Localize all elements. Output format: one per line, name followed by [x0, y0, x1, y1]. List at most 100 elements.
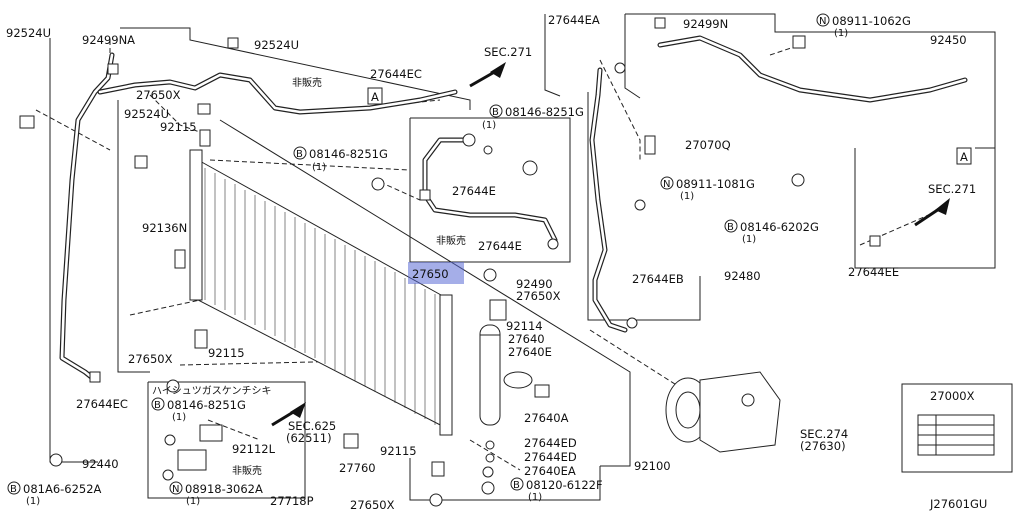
label-27650x-c: 27650X: [128, 352, 173, 366]
marker-n-1-text: N: [819, 16, 826, 27]
label-92524u-a: 92524U: [6, 26, 51, 40]
marker-b-3: [724, 219, 738, 233]
label-92490: 92490: [516, 277, 553, 291]
label-sec274-sub: (27630): [800, 439, 846, 453]
label-27000x-box: [901, 383, 1013, 473]
frame-92450-left: [624, 14, 641, 99]
leader-1: [35, 109, 111, 151]
label-08120: 08120-6122F: [526, 478, 603, 492]
pipe-92480: [589, 67, 628, 333]
marker-b-4: [151, 397, 165, 411]
label-08918: 08918-3062A: [185, 482, 263, 496]
label-92115-a: 92115: [160, 120, 197, 134]
frame-92450: [625, 13, 996, 149]
marker-n-3: [169, 481, 183, 495]
marker-b-5-text: B: [513, 480, 520, 491]
label-27650x-d: 27650X: [350, 498, 395, 511]
label-27070q: 27070Q: [685, 138, 731, 152]
label-08146-a-qty: (1): [482, 120, 496, 131]
label-27644ee: 27644EE: [848, 265, 899, 279]
label-sec625: SEC.625: [288, 419, 336, 433]
receiver-drier: [479, 324, 501, 426]
pipe-92490: [422, 137, 558, 243]
label-081a6: 081A6-6252A: [23, 482, 102, 496]
leader-13: [207, 419, 261, 441]
label-hihanbai-b: 非販売: [436, 234, 466, 247]
label-27000x: 27000X: [930, 389, 975, 403]
label-08146-d: 08146-8251G: [167, 398, 246, 412]
marker-b-1-text: B: [492, 107, 499, 118]
marker-b-3-text: B: [727, 222, 734, 233]
frame-92480-b: [587, 92, 701, 321]
frame-kit: [147, 381, 306, 499]
leader-6: [129, 299, 201, 316]
section-arrows: [271, 62, 950, 427]
label-92524u-b: 92524U: [254, 38, 299, 52]
label-08146-b-qty: (1): [312, 162, 326, 173]
label-92440: 92440: [82, 457, 119, 471]
frame-92450-r: [854, 148, 996, 269]
label-27640e: 27640E: [508, 345, 552, 359]
label-27640ea: 27640EA: [524, 464, 576, 478]
label-08146-d-qty: (1): [172, 412, 186, 423]
label-sec271-b: SEC.271: [928, 182, 976, 196]
diagram-code: J27601GU: [929, 497, 987, 511]
leader-8: [599, 59, 641, 160]
frame-92490: [409, 117, 571, 263]
leader-3: [149, 94, 209, 136]
label-92114: 92114: [506, 319, 543, 333]
label-box-a-2: A: [960, 150, 968, 164]
label-92115-c: 92115: [380, 444, 417, 458]
label-08146-c-qty: (1): [742, 234, 756, 245]
frame-92480: [544, 14, 561, 97]
pipe-92450: [657, 35, 968, 103]
condenser: [189, 149, 453, 436]
label-92524u-c: 92524U: [124, 107, 169, 121]
frame-92100-right: [219, 119, 631, 467]
pipe-92524u: [97, 72, 458, 115]
marker-b-1: [489, 104, 503, 118]
frame-92100: [117, 100, 150, 373]
label-sec271-a: SEC.271: [484, 45, 532, 59]
label-hose-kit-title: ハイシュツガスケンチシキ: [152, 385, 272, 397]
label-27650x-a: 27650X: [136, 88, 181, 102]
label-27644ed-b: 27644ED: [524, 450, 577, 464]
label-27644e-b: 27644E: [478, 239, 522, 253]
label-box-a-1: A: [371, 90, 379, 104]
part-labels: 92524U 92499NA 92524U SEC.271 27644EC 非販…: [6, 13, 987, 511]
box-a-2: [956, 147, 972, 165]
leader-4: [209, 159, 411, 171]
label-27644ec-b: 27644EC: [76, 397, 128, 411]
label-081a6-qty: (1): [26, 496, 40, 507]
leader-7: [179, 359, 401, 366]
label-92100: 92100: [634, 459, 671, 473]
box-a-1: [367, 87, 383, 105]
label-sec625-sub: (62511): [286, 431, 332, 445]
marker-b-4-text: B: [154, 400, 161, 411]
marker-n-1: [816, 13, 830, 27]
label-27644eb: 27644EB: [632, 272, 684, 286]
label-27640a: 27640A: [524, 411, 569, 425]
label-08146-b: 08146-8251G: [309, 147, 388, 161]
label-08911-b-qty: (1): [680, 191, 694, 202]
small-parts: [19, 17, 881, 507]
label-hihanbai-a: 非販売: [292, 76, 322, 89]
label-27760: 27760: [339, 461, 376, 475]
marker-n-2: [660, 176, 674, 190]
label-08911-a: 08911-1062G: [832, 14, 911, 28]
label-27650x-b: 27650X: [516, 289, 561, 303]
pipe-92440: [59, 52, 115, 383]
label-08911-b: 08911-1081G: [676, 177, 755, 191]
highlight-27650: [408, 262, 464, 284]
compressor: [665, 371, 781, 453]
label-92450: 92450: [930, 33, 967, 47]
leader-5: [379, 181, 421, 201]
label-08146-c: 08146-6202G: [740, 220, 819, 234]
marker-n-3-text: N: [172, 484, 179, 495]
label-27718p: 27718P: [270, 494, 314, 508]
label-27644e-a: 27644E: [452, 184, 496, 198]
label-27644ec-a: 27644EC: [370, 67, 422, 81]
frame-92440: [120, 27, 471, 110]
label-08911-a-qty: (1): [834, 28, 848, 39]
label-92480: 92480: [724, 269, 761, 283]
